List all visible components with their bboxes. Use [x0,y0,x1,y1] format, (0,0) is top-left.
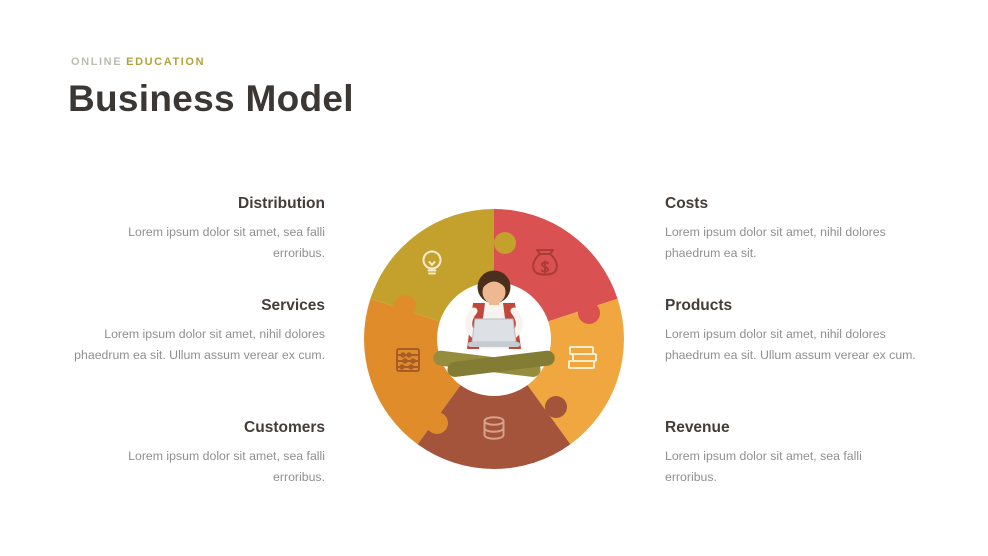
section-body: Lorem ipsum dolor sit amet, sea falli er… [128,449,325,485]
books-icon [568,346,597,369]
section-body: Lorem ipsum dolor sit amet, nihil dolore… [665,225,886,261]
section-heading: Revenue [665,419,730,436]
section-body: Lorem ipsum dolor sit amet, sea falli er… [128,225,325,261]
puzzle-knob-bottom-left [426,412,448,434]
section-distribution: Distribution Lorem ipsum dolor sit amet,… [73,195,325,264]
section-revenue: Revenue Lorem ipsum dolor sit amet, sea … [665,419,917,488]
section-heading: Distribution [238,195,325,212]
section-heading: Costs [665,195,709,212]
section-body: Lorem ipsum dolor sit amet, nihil dolore… [74,327,325,363]
section-products: Products Lorem ipsum dolor sit amet, nih… [665,297,917,366]
pie-slice-revenue [417,339,571,470]
puzzle-knob-left [394,295,416,317]
abacus-icon [396,348,420,372]
section-body: Lorem ipsum dolor sit amet, nihil dolore… [665,327,916,363]
person-with-laptop-illustration [433,270,555,377]
section-customers: Customers Lorem ipsum dolor sit amet, se… [73,419,325,488]
eyebrow-light-text: ONLINE [71,56,123,68]
section-body: Lorem ipsum dolor sit amet, sea falli er… [665,449,862,485]
section-heading: Products [665,297,733,314]
business-model-diagram [364,209,624,470]
money-bag-icon [532,249,558,276]
section-heading: Services [261,297,325,314]
page-title: Business Model [68,78,354,119]
puzzle-knob-right [578,302,600,324]
section-costs: Costs Lorem ipsum dolor sit amet, nihil … [665,195,917,264]
puzzle-knob-bottom-right [545,396,567,418]
puzzle-knob-top [494,232,516,254]
section-heading: Customers [244,419,325,436]
eyebrow-accent-text: EDUCATION [126,56,206,68]
lightbulb-icon [422,250,442,275]
section-services: Services Lorem ipsum dolor sit amet, nih… [73,297,325,366]
coins-icon [483,416,505,440]
